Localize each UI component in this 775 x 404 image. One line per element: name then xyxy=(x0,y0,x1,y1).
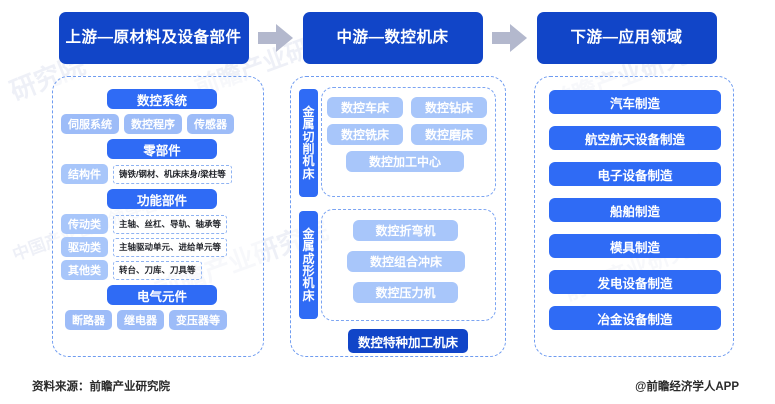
upstream-column: 数控系统 伺服系统 数控程序 传感器 零部件 结构件 铸铁/钢材、机床床身/梁柱… xyxy=(52,76,264,357)
midstream-item[interactable]: 数控加工中心 xyxy=(346,151,464,172)
downstream-item[interactable]: 模具制造 xyxy=(549,234,721,258)
upstream-chip-row: 断路器 继电器 变压器等 xyxy=(65,310,227,330)
midstream-item[interactable]: 数控组合冲床 xyxy=(347,251,465,272)
upstream-chip-row: 伺服系统 数控程序 传感器 xyxy=(61,114,234,134)
upstream-detail-key[interactable]: 其他类 xyxy=(61,260,108,280)
upstream-group-title: 数控系统 xyxy=(107,89,217,109)
upstream-chip[interactable]: 继电器 xyxy=(117,310,164,330)
source-note: 资料来源：前瞻产业研究院 xyxy=(32,381,170,393)
downstream-item[interactable]: 冶金设备制造 xyxy=(549,306,721,330)
downstream-item[interactable]: 电子设备制造 xyxy=(549,162,721,186)
midstream-column: 金属切削机床 数控车床 数控钻床 数控铣床 数控磨床 数控加工中心 金属成形机床… xyxy=(290,76,506,357)
downstream-item[interactable]: 船舶制造 xyxy=(549,198,721,222)
downstream-item[interactable]: 航空航天设备制造 xyxy=(549,126,721,150)
downstream-column: 汽车制造 航空航天设备制造 电子设备制造 船舶制造 模具制造 发电设备制造 冶金… xyxy=(534,76,734,357)
midstream-special-item[interactable]: 数控特种加工机床 xyxy=(348,329,468,353)
upstream-detail-key[interactable]: 驱动类 xyxy=(61,237,108,257)
midstream-group-2 xyxy=(321,209,496,321)
right-arrow-icon xyxy=(491,23,528,53)
upstream-chip[interactable]: 变压器等 xyxy=(169,310,227,330)
midstream-item[interactable]: 数控压力机 xyxy=(353,282,458,303)
midstream-item[interactable]: 数控折弯机 xyxy=(353,220,458,241)
chain-header-row: 上游—原材料及设备部件 中游—数控机床 下游—应用领域 xyxy=(0,12,775,64)
midstream-group-1 xyxy=(321,87,496,197)
downstream-item[interactable]: 汽车制造 xyxy=(549,90,721,114)
upstream-group-title: 功能部件 xyxy=(107,189,217,209)
upstream-detail-key[interactable]: 结构件 xyxy=(61,164,108,184)
upstream-detail-key[interactable]: 传动类 xyxy=(61,214,108,234)
upstream-group-title: 电气元件 xyxy=(107,285,217,305)
upstream-chip[interactable]: 断路器 xyxy=(65,310,112,330)
upstream-chip[interactable]: 伺服系统 xyxy=(61,114,119,134)
upstream-chip[interactable]: 数控程序 xyxy=(124,114,182,134)
downstream-item[interactable]: 发电设备制造 xyxy=(549,270,721,294)
header-downstream[interactable]: 下游—应用领域 xyxy=(536,12,717,64)
credit-note: @前瞻经济学人APP xyxy=(635,381,739,393)
upstream-group-title: 零部件 xyxy=(107,139,217,159)
midstream-item[interactable]: 数控车床 xyxy=(327,97,403,118)
midstream-vertical-label-2: 金属成形机床 xyxy=(299,211,318,319)
midstream-item[interactable]: 数控铣床 xyxy=(327,124,403,145)
midstream-item[interactable]: 数控磨床 xyxy=(411,124,487,145)
upstream-detail-row: 结构件 铸铁/钢材、机床床身/梁柱等 xyxy=(61,164,232,184)
upstream-chip[interactable]: 传感器 xyxy=(187,114,234,134)
upstream-detail-value: 主轴、丝杠、导轨、轴承等 xyxy=(113,214,228,234)
upstream-detail-row: 传动类 主轴、丝杠、导轨、轴承等 xyxy=(61,214,228,234)
right-arrow-icon xyxy=(257,23,294,53)
midstream-item[interactable]: 数控钻床 xyxy=(411,97,487,118)
upstream-detail-row: 驱动类 主轴驱动单元、进给单元等 xyxy=(61,237,228,257)
upstream-detail-value: 铸铁/钢材、机床床身/梁柱等 xyxy=(113,164,232,184)
header-midstream[interactable]: 中游—数控机床 xyxy=(302,12,483,64)
midstream-vertical-label-1: 金属切削机床 xyxy=(299,89,318,197)
upstream-detail-row: 其他类 转台、刀库、刀具等 xyxy=(61,260,202,280)
header-upstream[interactable]: 上游—原材料及设备部件 xyxy=(58,12,249,64)
upstream-detail-value: 转台、刀库、刀具等 xyxy=(113,260,202,280)
upstream-detail-value: 主轴驱动单元、进给单元等 xyxy=(113,237,228,257)
